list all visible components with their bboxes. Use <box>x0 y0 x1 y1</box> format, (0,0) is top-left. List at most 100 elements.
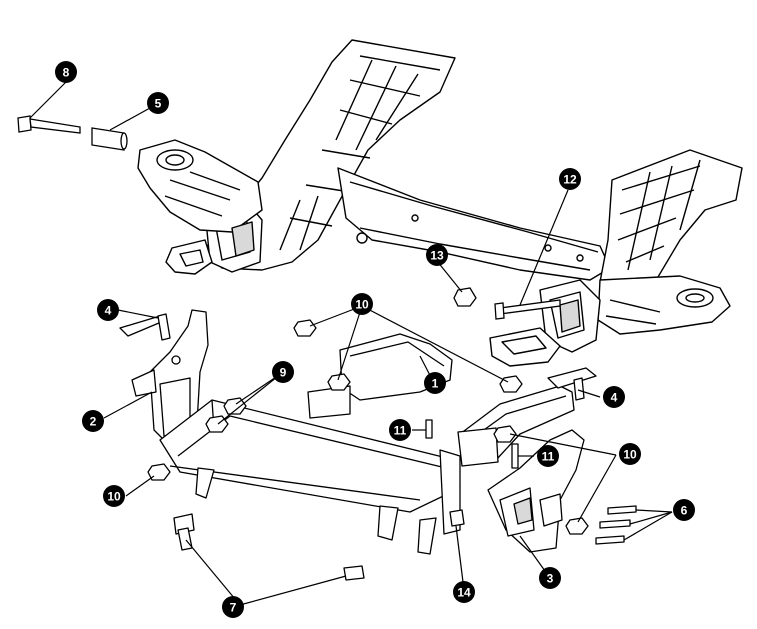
callout-11-right: 11 <box>537 445 559 467</box>
part-2-ear <box>131 369 157 397</box>
callout-6-label: 6 <box>681 504 688 518</box>
subframe-right-hook-inner <box>501 335 547 355</box>
subframe-right-rail-inner <box>617 165 701 263</box>
part-3-hole-face <box>513 497 533 525</box>
right-rail-plate <box>457 427 499 467</box>
callout-10-top-disc <box>351 293 373 315</box>
callout-7-label: 7 <box>230 601 237 615</box>
bolt-12-head <box>494 302 505 320</box>
leader-6-a <box>635 509 673 513</box>
subframe-right-bushing-hole <box>685 293 705 303</box>
callout-5-disc <box>147 92 169 114</box>
callout-6: 6 <box>673 499 695 521</box>
subframe-crossmember-top <box>349 181 599 253</box>
part-4-right-pin <box>573 377 585 401</box>
leader-12 <box>519 189 569 306</box>
crossmember-bolt-1 <box>356 232 368 244</box>
leader-5 <box>109 107 151 131</box>
lower-assembly <box>119 309 637 581</box>
callout-4-left: 4 <box>97 299 119 321</box>
callout-10-right: 10 <box>619 443 641 465</box>
part-4-right-strap <box>547 367 597 389</box>
callout-9-disc <box>272 361 294 383</box>
leader-7-b <box>239 575 347 606</box>
bolt-7-a-head <box>173 513 195 535</box>
leader-6-b <box>629 511 673 525</box>
subframe-shading-right <box>559 299 581 333</box>
nut-13 <box>453 287 477 307</box>
lower-rail-tab-mid <box>377 505 399 541</box>
subframe <box>137 39 743 367</box>
callout-8-disc <box>55 61 77 83</box>
leader-10-c <box>361 305 509 383</box>
callout-1-disc <box>424 372 446 394</box>
bolt-6-c <box>595 535 625 545</box>
callout-3-label: 3 <box>547 572 554 586</box>
part-3-ear <box>539 493 563 527</box>
crossmember-bolt-2 <box>411 214 419 222</box>
callout-11-left-label: 11 <box>394 424 407 438</box>
bolt-8-head <box>17 115 32 133</box>
leader-6-c <box>623 511 673 541</box>
part-2-hole <box>171 355 181 365</box>
subframe-shading-left <box>231 221 255 257</box>
leader-4-left <box>117 309 159 319</box>
callout-14-label: 14 <box>457 586 471 600</box>
callout-7-disc <box>222 596 244 618</box>
spacer-5-end <box>120 132 128 150</box>
callout-3: 3 <box>539 567 561 589</box>
leader-2 <box>103 391 153 419</box>
callouts: 8 5 12 13 4 10 2 9 <box>55 61 695 618</box>
callout-10-top-label: 10 <box>355 298 369 312</box>
callout-4-right-disc <box>603 386 625 408</box>
callout-2-disc <box>82 410 104 432</box>
bolt-6-b <box>599 519 631 529</box>
subframe-right-rail <box>599 149 743 301</box>
nut-10-tube <box>327 373 351 391</box>
callout-2: 2 <box>82 410 104 432</box>
leader-14 <box>455 525 465 591</box>
spacer-5 <box>91 127 125 151</box>
callout-10-right-label: 10 <box>623 448 637 462</box>
callout-10-left-disc <box>103 485 125 507</box>
callout-13: 13 <box>426 244 448 266</box>
lower-rail-tab-left <box>195 467 215 499</box>
bolt-7-b <box>343 565 365 581</box>
callout-9-label: 9 <box>280 366 287 380</box>
bolt-11-b <box>511 443 519 469</box>
leader-4-right <box>577 389 601 398</box>
callout-13-disc <box>426 244 448 266</box>
part-1-plate <box>307 385 351 419</box>
callout-10-top: 10 <box>351 293 373 315</box>
lower-rail-top <box>177 415 447 469</box>
callout-14-disc <box>453 581 475 603</box>
bolt-8-shank <box>29 118 81 134</box>
nut-10-rail <box>493 425 517 443</box>
callout-12-disc <box>559 168 581 190</box>
part-4-left-pin <box>157 313 171 341</box>
leader-10-f <box>125 475 155 497</box>
callout-8-label: 8 <box>63 66 70 80</box>
callout-11-right-disc <box>537 445 559 467</box>
subframe-left-hook-inner <box>179 249 204 267</box>
callout-6-disc <box>673 499 695 521</box>
nut-10-lower-right <box>565 517 589 535</box>
callout-4-left-label: 4 <box>105 304 112 318</box>
callout-10-left: 10 <box>103 485 125 507</box>
leader-7-a <box>185 539 241 606</box>
callout-10-right-disc <box>619 443 641 465</box>
leader-10-e <box>577 454 617 523</box>
crossmember-bolt-3 <box>544 244 552 252</box>
callout-11-right-label: 11 <box>542 450 555 464</box>
callout-9: 9 <box>272 361 294 383</box>
callout-3-disc <box>539 567 561 589</box>
subframe-left-bushing-hole <box>165 154 185 166</box>
callout-4-left-disc <box>97 299 119 321</box>
callout-4-right-label: 4 <box>611 391 618 405</box>
callout-5: 5 <box>147 92 169 114</box>
nut-10-upper-left <box>293 319 317 337</box>
bolt-8-and-spacer-5 <box>17 115 128 151</box>
leader-8 <box>29 81 67 119</box>
